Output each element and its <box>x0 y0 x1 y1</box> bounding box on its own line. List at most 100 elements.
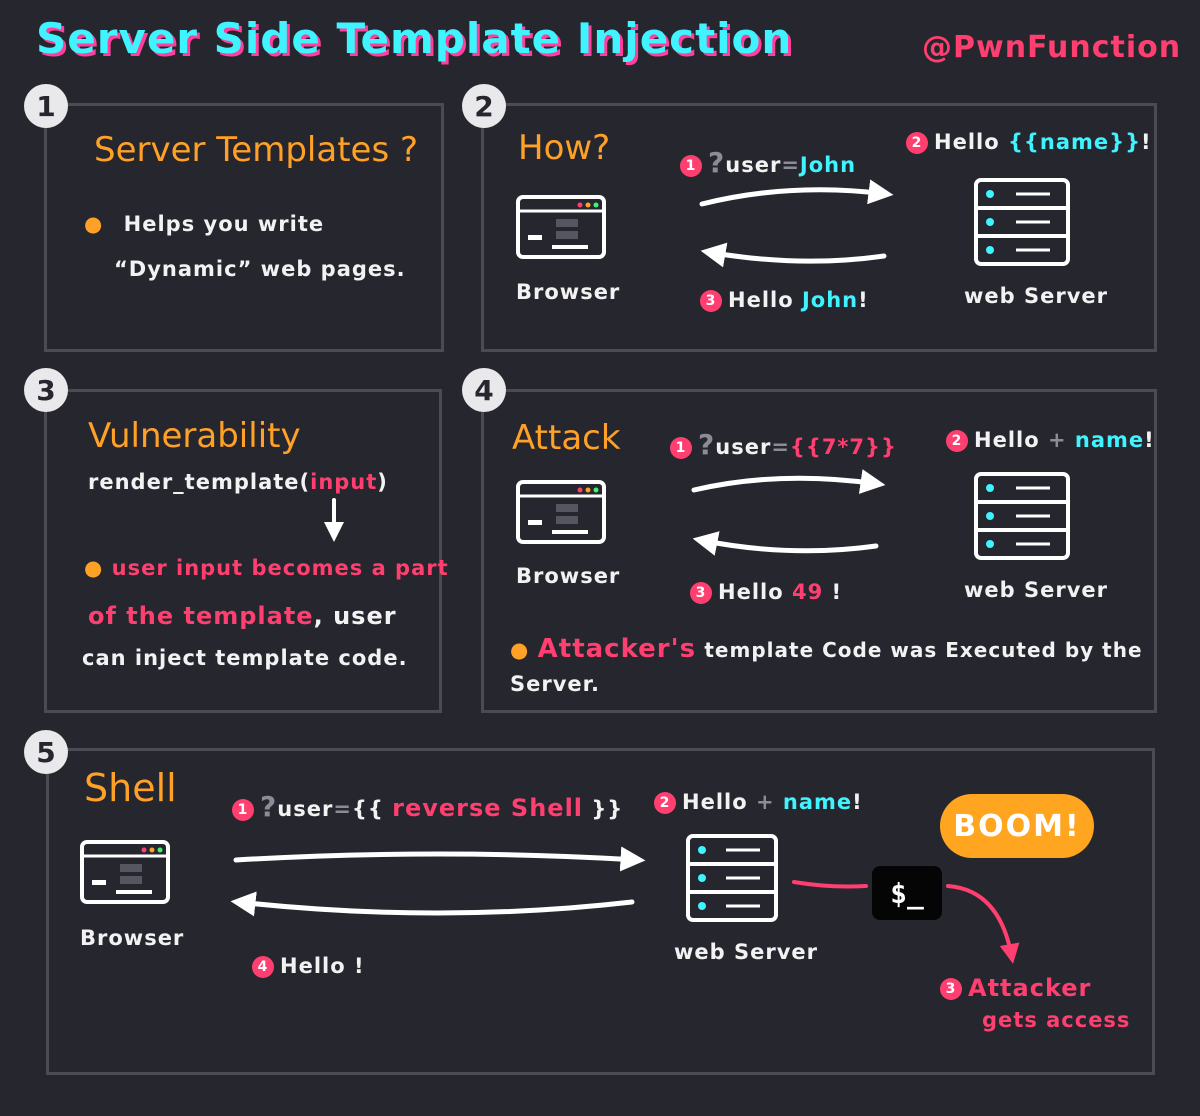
bullet-icon: ● <box>84 212 112 236</box>
panel5-step2: 2 Hello + name! <box>654 790 863 814</box>
panel4-step1: 1?user={{7*7}} <box>670 428 897 461</box>
panel5-step3-line2: gets access <box>982 1008 1131 1032</box>
panel3-line2: of the template, user <box>88 602 397 630</box>
query-mark: ? <box>708 146 726 179</box>
panel-number-5: 5 <box>24 730 68 774</box>
code-arg: input <box>310 470 378 494</box>
panel5-browser-label: Browser <box>80 926 185 950</box>
param-name: user <box>725 153 782 177</box>
code-close: ) <box>377 470 388 494</box>
server-rack-icon <box>974 472 1070 560</box>
query-mark: ? <box>260 790 278 823</box>
template-var: {{name}} <box>1007 130 1142 154</box>
step-badge: 1 <box>680 155 702 177</box>
bullet-icon: ● <box>510 638 538 662</box>
exclamation: ! <box>1141 130 1152 154</box>
panel5-server-label: web Server <box>674 940 818 964</box>
step-badge: 2 <box>654 792 676 814</box>
template-var: name <box>1074 428 1145 452</box>
step-badge: 2 <box>906 132 928 154</box>
panel2-step2: 2 Hello {{name}}! <box>906 130 1152 154</box>
panel5-step3: 3 Attacker <box>940 974 1091 1002</box>
attacker-text: Attacker <box>968 974 1092 1002</box>
exclamation: ! <box>852 790 863 814</box>
code-function: render_template( <box>88 470 311 494</box>
param-name: user <box>277 797 334 821</box>
step-badge: 3 <box>700 290 722 312</box>
query-mark: ? <box>698 428 716 461</box>
browser-window-icon <box>516 480 606 544</box>
brace-close: }} <box>591 797 624 821</box>
panel2-heading: How? <box>518 128 611 168</box>
panel-how <box>481 103 1157 352</box>
arrow-icon <box>233 846 646 872</box>
terminal-icon: $_ <box>872 866 942 920</box>
browser-window-icon <box>516 195 606 259</box>
step-badge: 1 <box>232 799 254 821</box>
panel3-line2-rest: , user <box>313 602 397 630</box>
browser-window-icon <box>80 840 170 904</box>
exclamation: ! <box>831 580 843 604</box>
panel-server-templates <box>44 103 444 352</box>
panel5-step1: 1?user={{ reverse Shell }} <box>232 790 623 823</box>
step-badge: 3 <box>690 582 712 604</box>
hello-text: Hello <box>728 288 794 312</box>
panel4-note-text: template Code was Executed by the <box>704 638 1143 662</box>
exclamation: ! <box>858 288 869 312</box>
equals-sign: = <box>333 797 352 821</box>
bullet-icon: ● <box>84 556 112 580</box>
panel4-heading: Attack <box>512 418 621 458</box>
panel3-line3: can inject template code. <box>82 646 408 670</box>
arrow-icon <box>700 242 887 268</box>
panel4-server-label: web Server <box>964 578 1108 602</box>
panel2-server-label: web Server <box>964 284 1108 308</box>
hello-text: Hello <box>718 580 784 604</box>
panel3-line2-pink: of the template <box>88 602 314 630</box>
boom-bubble: BOOM! <box>940 794 1094 858</box>
exclamation: ! <box>1144 428 1155 452</box>
param-value: reverse Shell <box>392 794 584 822</box>
panel3-line1: ● user input becomes a part <box>84 556 449 580</box>
panel1-line2: “Dynamic” web pages. <box>114 257 406 281</box>
arrow-icon <box>946 884 1020 964</box>
plus-sign: + <box>755 790 775 814</box>
equals-sign: = <box>771 435 790 459</box>
plus-sign: + <box>1047 428 1067 452</box>
arrow-icon <box>699 179 894 207</box>
param-value: {{7*7}} <box>789 435 897 459</box>
panel3-code: render_template(input) <box>88 470 388 494</box>
panel4-browser-label: Browser <box>516 564 621 588</box>
brace-open: {{ <box>351 797 384 821</box>
panel2-browser-label: Browser <box>516 280 621 304</box>
panel1-heading: Server Templates ? <box>94 130 419 170</box>
author-handle: @PwnFunction <box>922 30 1182 65</box>
panel4-note: ● Attacker's template Code was Executed … <box>510 634 1143 664</box>
param-name: user <box>715 435 772 459</box>
panel4-note-attacker: Attacker's <box>537 634 697 664</box>
page-title: Server Side Template Injection <box>36 14 793 63</box>
panel-attack <box>481 389 1157 713</box>
hello-text: Hello <box>974 428 1040 452</box>
hello-text: Hello <box>682 790 748 814</box>
panel3-line1-text: user input becomes a part <box>111 556 449 580</box>
step-badge: 1 <box>670 437 692 459</box>
panel4-note-cont: Server. <box>510 672 600 696</box>
panel5-heading: Shell <box>84 766 177 810</box>
panel-vulnerability <box>44 389 442 713</box>
panel-shell <box>46 748 1155 1075</box>
step-badge: 4 <box>252 956 274 978</box>
template-var: name <box>782 790 853 814</box>
panel-number-4: 4 <box>462 368 506 412</box>
arrow-icon <box>230 891 635 917</box>
hello-text: Hello <box>934 130 1000 154</box>
step-badge: 3 <box>940 978 962 1000</box>
arrow-icon <box>692 531 879 556</box>
arrow-icon <box>691 469 886 494</box>
server-rack-icon <box>974 178 1070 266</box>
panel2-step1: 1?user=John <box>680 146 856 179</box>
panel-number-1: 1 <box>24 84 68 128</box>
